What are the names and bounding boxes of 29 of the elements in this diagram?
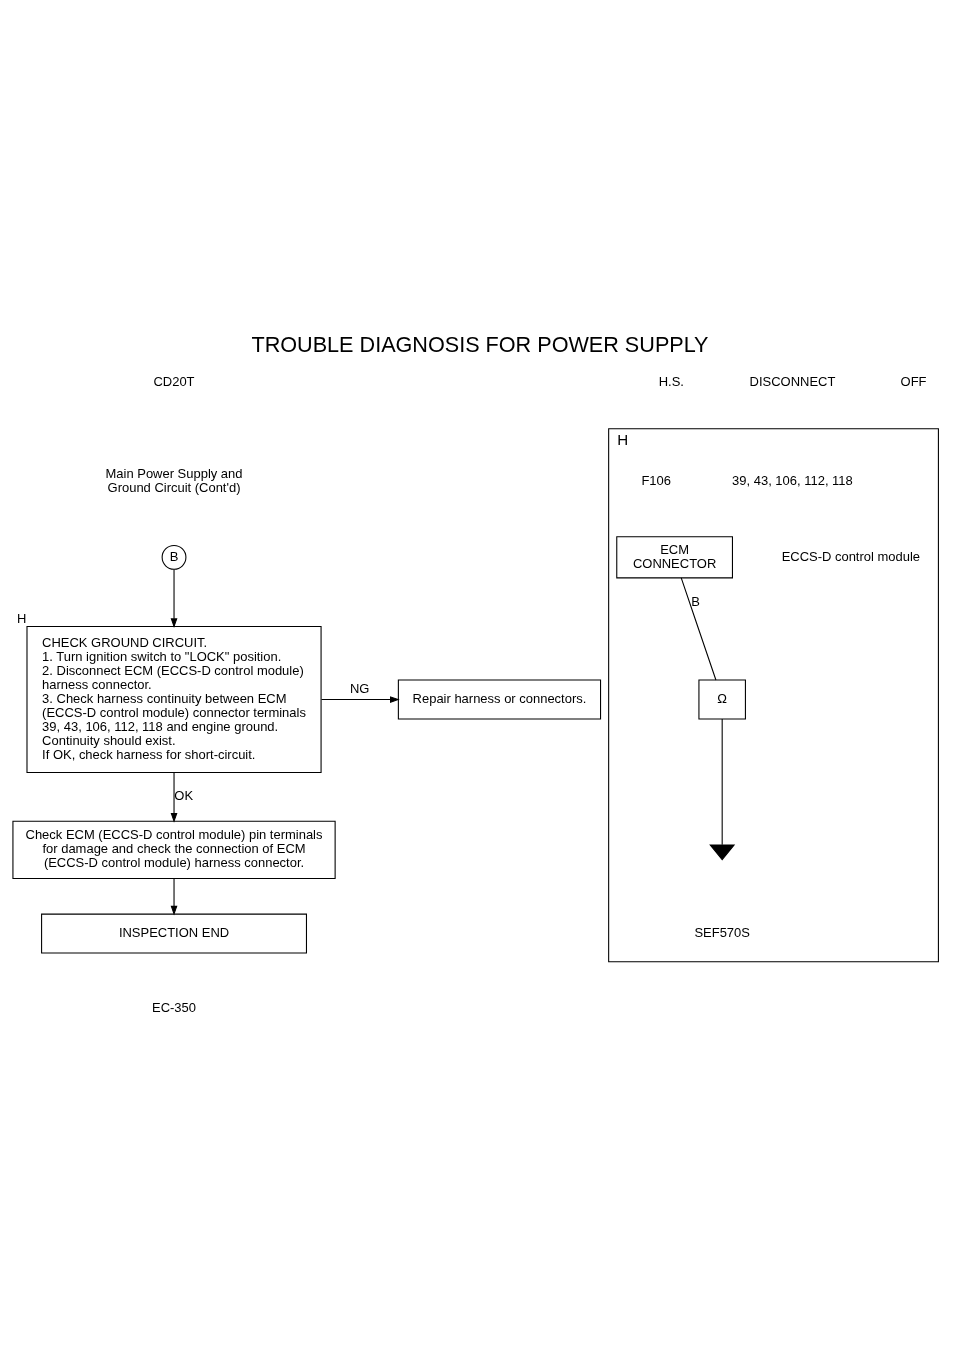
node-box: INSPECTION END: [41, 913, 307, 954]
label: OFF: [900, 373, 927, 389]
label: H.S.: [658, 373, 684, 389]
label: EC-350: [152, 999, 197, 1015]
node-ground: [709, 844, 736, 861]
node-circle: B: [161, 544, 187, 570]
label: SEF570S: [694, 924, 750, 940]
arrow: [320, 696, 400, 703]
label: DISCONNECT: [749, 373, 836, 389]
label: Main Power Supply and Ground Circuit (Cont'd): [105, 466, 243, 496]
label: 39, 43, 106, 112, 118: [732, 473, 853, 489]
node-box: Ω: [698, 679, 746, 720]
connector: [721, 718, 723, 846]
diagram-title: TROUBLE DIAGNOSIS FOR POWER SUPPLY: [251, 331, 709, 357]
node-box: CHECK GROUND CIRCUIT. 1. Turn ignition switch to "LOCK" position. 2. Disconnect ECM (ECCS-D control module) harness connector. 3. Check harness continuity between ECM (ECCS-D control module) connector terminals 39, 43, 106, 112, 118 and engine ground. Continuity should exist. If OK, check harness for short-circuit.: [26, 626, 322, 774]
label: ECCS-D control module: [781, 548, 921, 564]
node-label: H: [16, 610, 27, 626]
edge-label: B: [691, 593, 701, 609]
label: CD20T: [153, 373, 195, 389]
node-box: Repair harness or connectors.: [397, 679, 602, 720]
arrow: [170, 878, 178, 916]
label: F106: [641, 473, 672, 489]
edge-label: NG: [349, 680, 370, 696]
arrow: [170, 772, 178, 823]
arrow: [170, 568, 178, 629]
connector: [680, 577, 717, 681]
node-box: Check ECM (ECCS-D control module) pin terminals for damage and check the connection of ECM (ECCS-D control module) harness connector.: [12, 820, 336, 879]
node-box: ECM CONNECTOR: [616, 536, 733, 579]
edge-label: OK: [174, 788, 194, 804]
